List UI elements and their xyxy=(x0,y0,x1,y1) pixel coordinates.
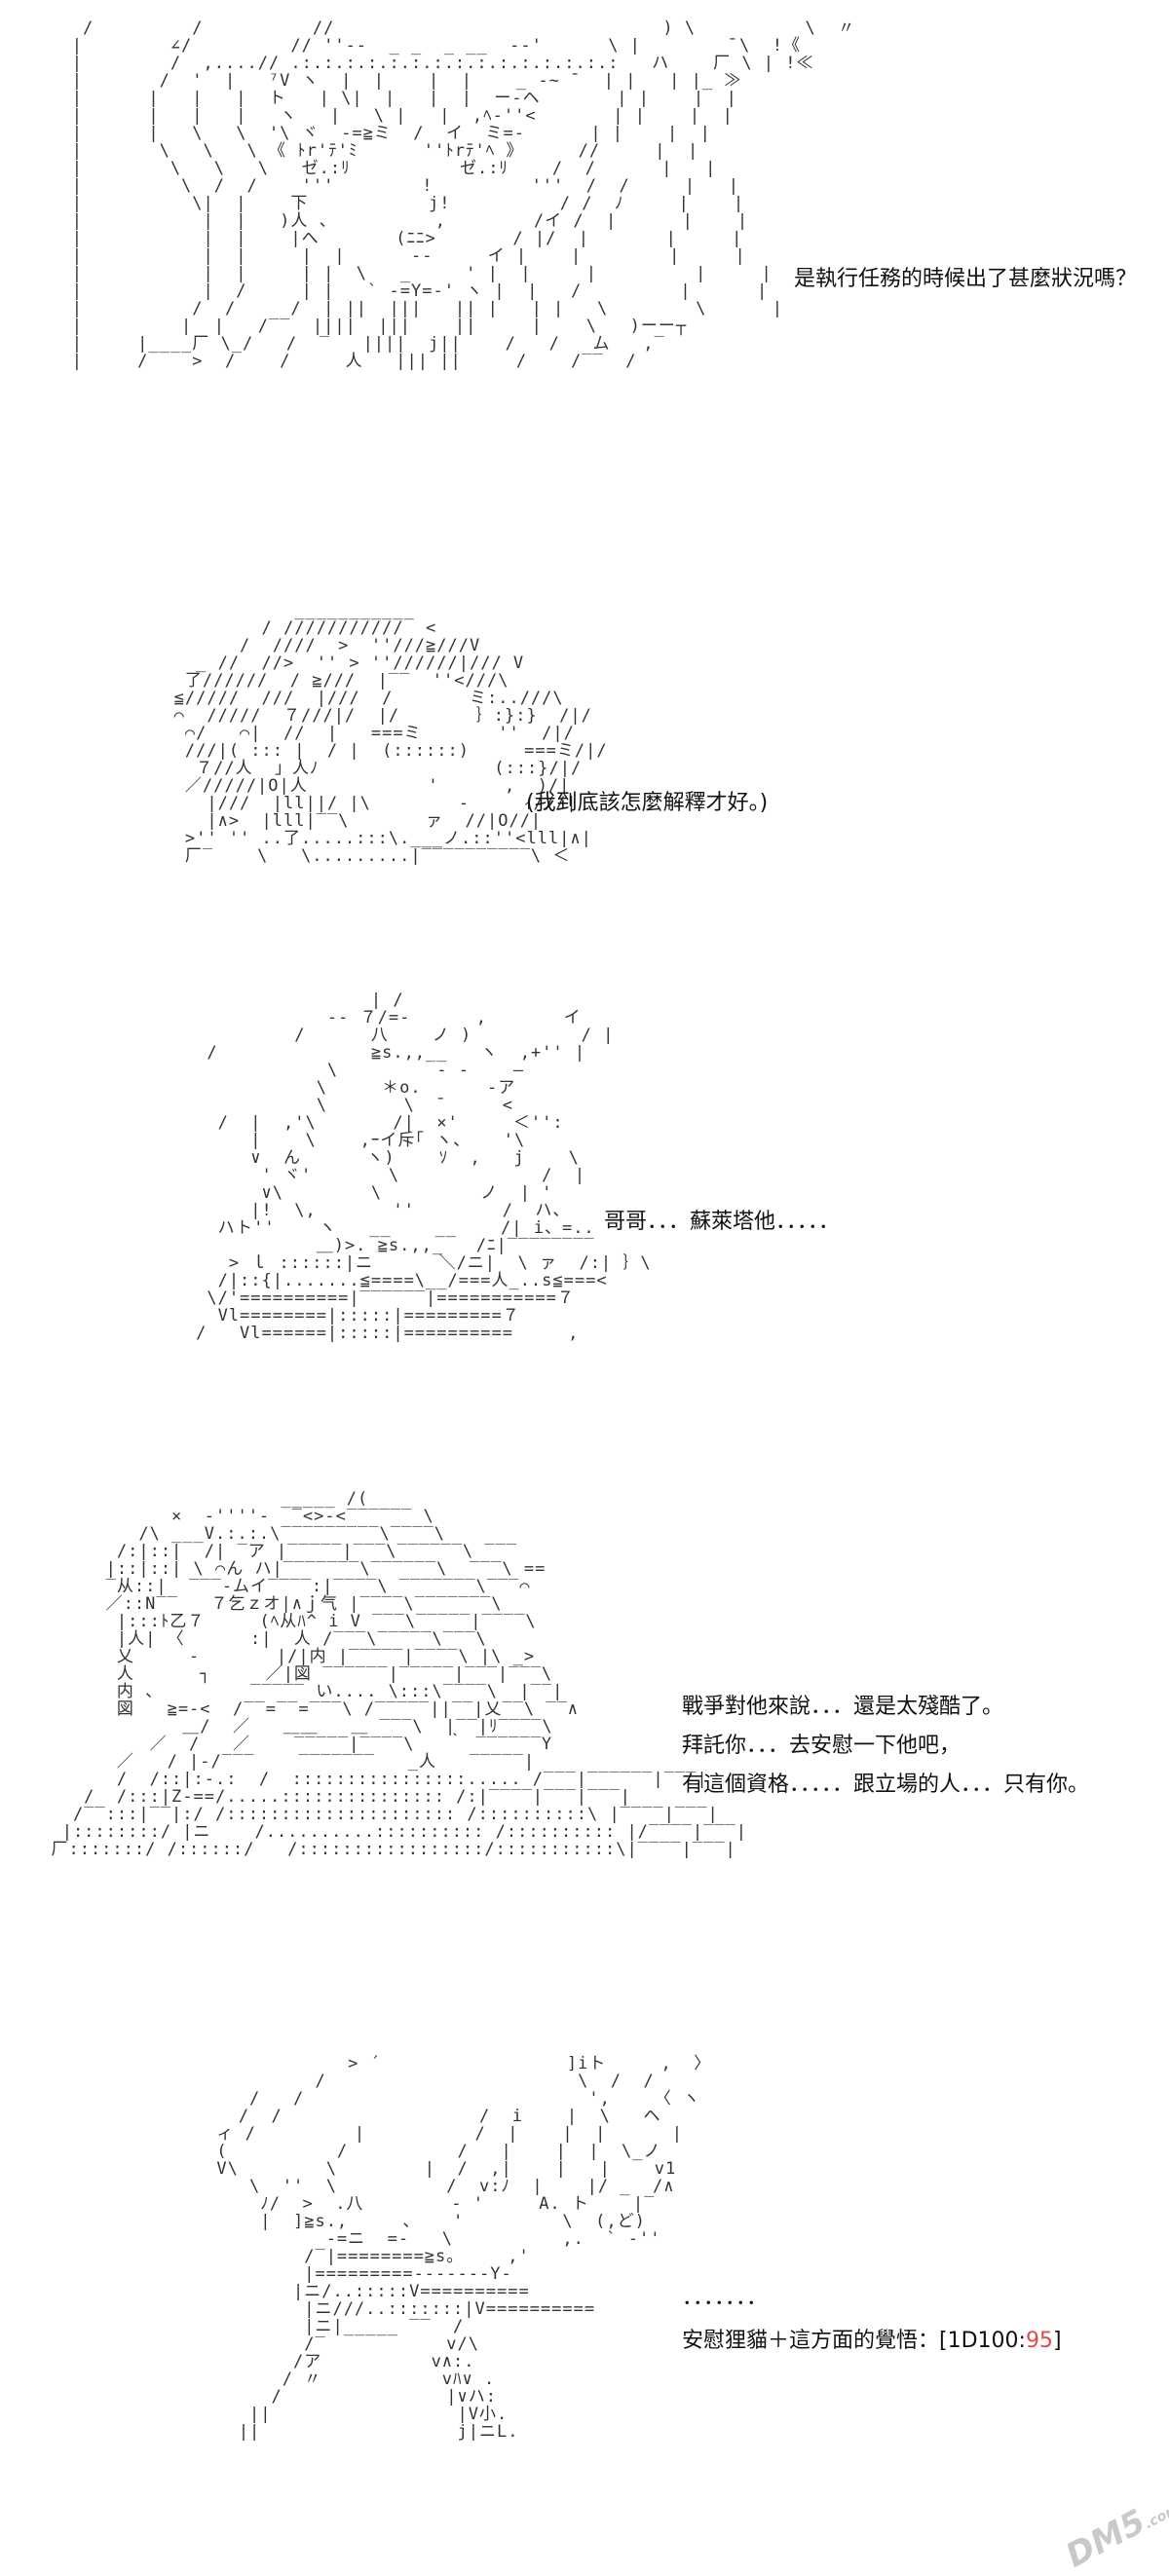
roll-value: 95 xyxy=(1025,2329,1053,2353)
roll-prefix: 安慰狸貓＋這方面的覺悟：[1D100: xyxy=(682,2329,1026,2353)
panel-1: / / // ) \ \ 〃 | ∠/ // ''‐- _ _ _ __ ‐-'… xyxy=(0,0,1169,584)
panel-3: | / -‐ ７/=- , イ / 八 ノ ) / | / ≧s.,,__ ヽ … xyxy=(0,974,1169,1461)
ascii-art-character-3: | / -‐ ７/=- , イ / 八 ノ ) / | / ≧s.,,__ ヽ … xyxy=(196,990,652,1343)
dialogue-line: 有這個資格．．．．．跟立場的人．．．只有你。 xyxy=(682,1773,1090,1797)
speech-text: 戰爭對他來說．．．還是太殘酷了。 拜託你．．．去安慰一下他吧， 有這個資格．．．… xyxy=(682,1695,1089,1798)
dialogue-line: 拜託你．．．去安慰一下他吧， xyxy=(682,1734,962,1758)
speech-text: 哥哥．．．蘇萊塔他．．．．． xyxy=(604,1208,840,1237)
ellipsis-line: ．．．．．．． xyxy=(682,2286,769,2310)
roll-suffix: ] xyxy=(1052,2329,1062,2353)
speech-text: 是執行任務的時候出了甚麼狀況嗎？ xyxy=(794,265,1137,294)
dialogue-line: (我到底該怎麼解釋才好。) xyxy=(526,791,769,815)
ascii-art-character-4: _____ /( × ‐''''‐ ‾<>-<‾‾‾‾‾‾ \ /\ ___V.… xyxy=(51,1489,748,1859)
ascii-art-character-1: / / // ) \ \ 〃 | ∠/ // ''‐- _ _ _ __ ‐-'… xyxy=(71,19,856,371)
roll-text: ．．．．．．． 安慰狸貓＋這方面的覺悟：[1D100:95] xyxy=(682,2284,1062,2356)
dialogue-line: 戰爭對他來說．．．還是太殘酷了。 xyxy=(682,1695,1004,1719)
ascii-art-character-2: ___________ / /////////// < / //// > ''/… xyxy=(173,601,608,866)
dialogue-line: 哥哥．．．蘇萊塔他．．．．． xyxy=(604,1210,841,1234)
panel-2: ___________ / /////////// < / //// > ''/… xyxy=(0,584,1169,974)
panel-4: _____ /( × ‐''''‐ ‾<>-<‾‾‾‾‾‾ \ /\ ___V.… xyxy=(0,1461,1169,2035)
dice-roll-line: 安慰狸貓＋這方面的覺悟：[1D100:95] xyxy=(682,2327,1062,2356)
thought-text: (我到底該怎麼解釋才好。) xyxy=(526,789,768,818)
dialogue-line: 是執行任務的時候出了甚麼狀況嗎？ xyxy=(794,267,1138,291)
ascii-art-character-5: > ´ ]iト , 〉 / \ / / / / ', 〈 ヽ / / / i |… xyxy=(216,2054,712,2442)
panel-5: > ´ ]iト , 〉 / \ / / / / ', 〈 ヽ / / / i |… xyxy=(0,2035,1169,2561)
